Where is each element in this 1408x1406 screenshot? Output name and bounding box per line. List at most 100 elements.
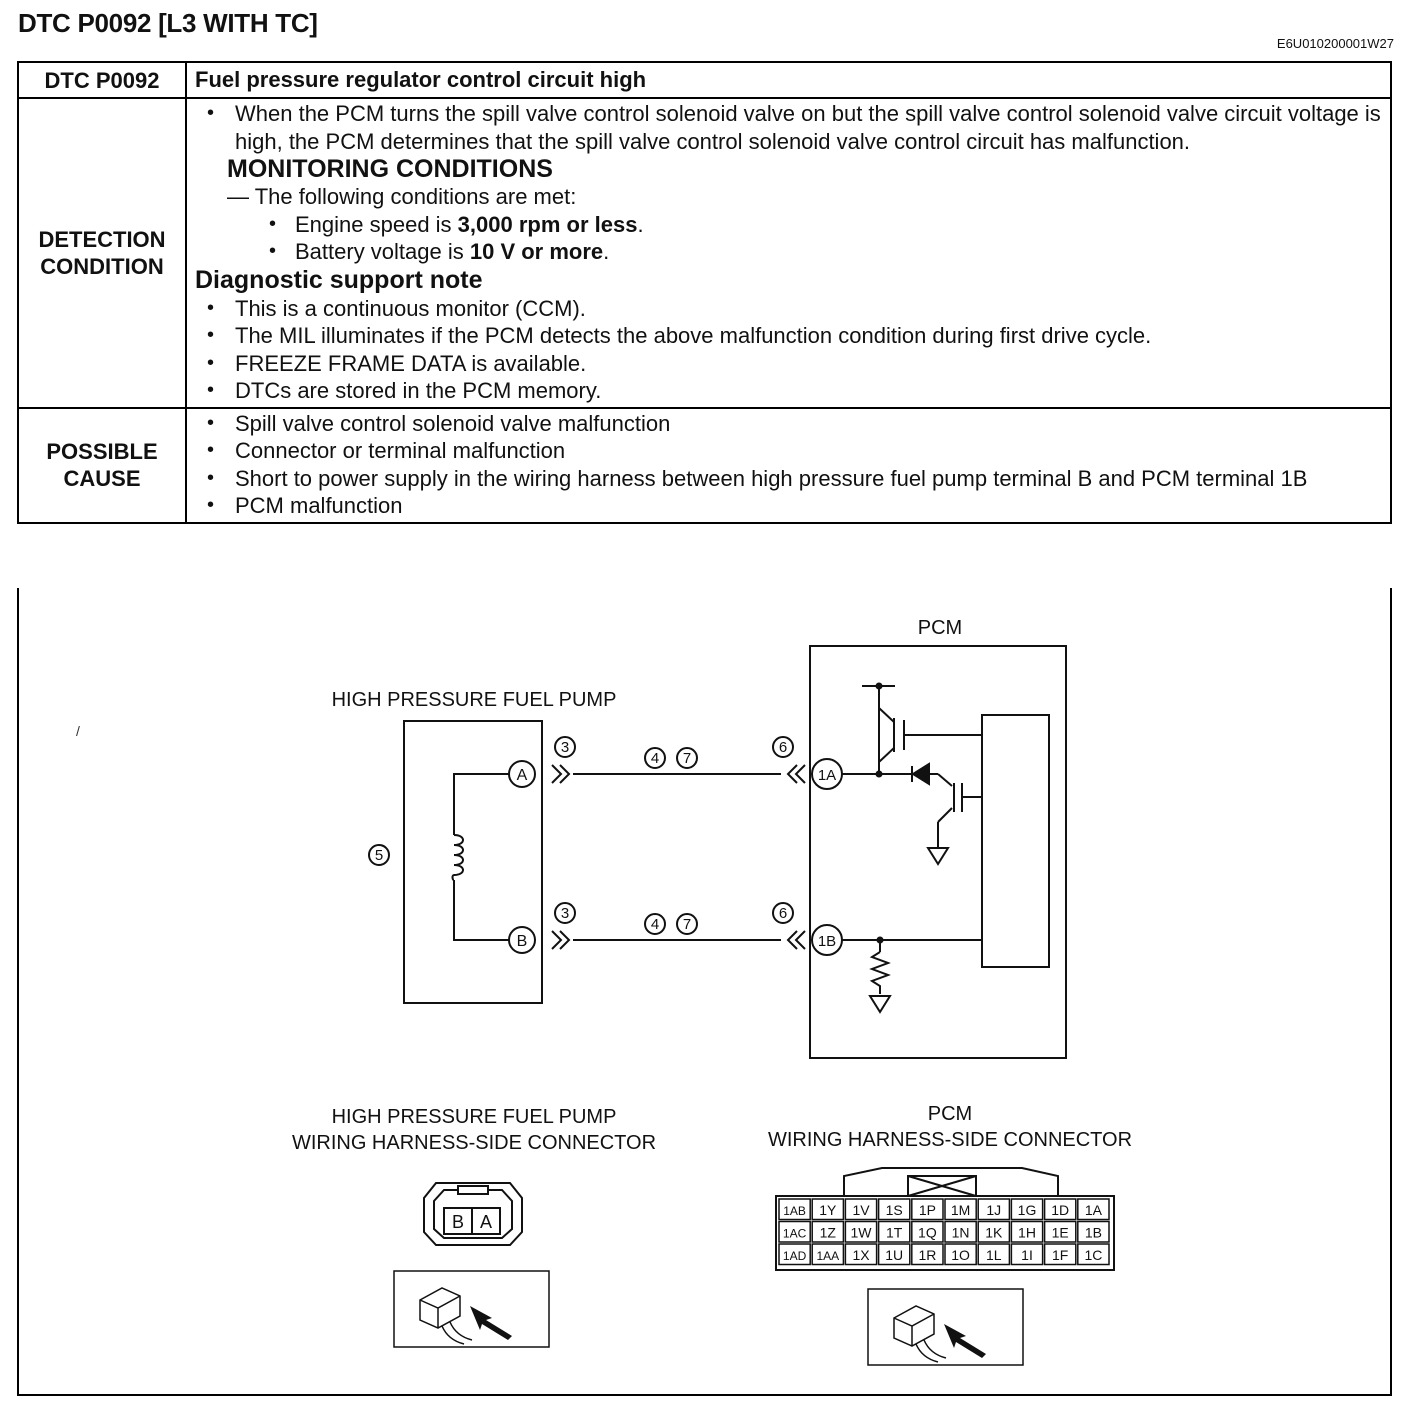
- connector-chevron-icon: [551, 764, 571, 784]
- pcm-terminal-label: 1X: [852, 1247, 870, 1263]
- pcm-terminal-cell: [1010, 1198, 1044, 1221]
- pcm-terminal-label: 1S: [886, 1202, 903, 1218]
- dtc-description: Fuel pressure regulator control circuit …: [185, 61, 1392, 99]
- pcm-terminal-cell: [1043, 1220, 1077, 1243]
- note-item: This is a continuous monitor (CCM).: [207, 295, 1384, 323]
- pcm-terminal-label: 1B: [1085, 1225, 1102, 1241]
- note-item: The MIL illuminates if the PCM detects t…: [207, 322, 1384, 350]
- pcm-view-box: [867, 1288, 1024, 1366]
- pcm-terminal-cell: [778, 1198, 811, 1221]
- pcm-terminal-cell: [877, 1220, 911, 1243]
- dtc-table: DTC P0092 Fuel pressure regulator contro…: [17, 61, 1392, 524]
- note-item: FREEZE FRAME DATA is available.: [207, 350, 1384, 378]
- pcm-terminal-cell: [944, 1243, 977, 1266]
- insertion-arrow-icon: [944, 1324, 986, 1358]
- pcm-terminal-label: 1E: [1052, 1225, 1069, 1241]
- pcm-terminal-label: 1Q: [918, 1225, 937, 1241]
- pump-connector-title-1: HIGH PRESSURE FUEL PUMP: [332, 1106, 617, 1128]
- condition-engine-speed-value: 3,000 rpm or less: [457, 211, 638, 237]
- callout-7: 7: [683, 750, 691, 767]
- pin-1a-label: 1A: [818, 767, 836, 784]
- diagnostic-note-heading: Diagnostic support note: [195, 265, 483, 294]
- pcm-terminal-label: 1Z: [820, 1225, 837, 1241]
- pcm-terminal-cell: [1077, 1243, 1110, 1266]
- pcm-terminal-cell: [778, 1243, 811, 1266]
- pcm-terminal-cell: [944, 1198, 977, 1221]
- wiring-diagram-panel: PCM HIGH PRESSURE FUEL PUMP A B 1A 1B 3 …: [17, 588, 1392, 1396]
- pcm-terminal-label: 1C: [1084, 1247, 1102, 1263]
- pump-view-box: [393, 1270, 550, 1348]
- callout-6: 6: [779, 905, 787, 922]
- connector-chevron-icon: [551, 930, 571, 950]
- pin-b-label: B: [517, 933, 528, 950]
- pcm-connector-icon: [775, 1167, 1115, 1271]
- pump-connector-title-2: WIRING HARNESS-SIDE CONNECTOR: [292, 1132, 656, 1154]
- condition-battery-voltage-value: 10 V or more: [469, 239, 604, 264]
- pin-b-circle: [508, 926, 536, 954]
- pcm-terminal-label: 1V: [852, 1202, 870, 1218]
- stray-mark: /: [76, 723, 80, 739]
- pcm-terminal-cell: [1010, 1243, 1044, 1266]
- pcm-terminal-cell: [844, 1220, 878, 1243]
- pcm-terminal-cell: [944, 1220, 977, 1243]
- callout-6: 6: [779, 739, 787, 756]
- pcm-terminal-label: 1L: [986, 1247, 1002, 1263]
- pcm-terminal-cell: [877, 1243, 911, 1266]
- wiring-diagram: PCM HIGH PRESSURE FUEL PUMP A B 1A 1B 3 …: [76, 617, 1132, 1366]
- pcm-terminal-cell: [977, 1243, 1011, 1266]
- plug-icon: [419, 1287, 461, 1329]
- pcm-terminal-cell: [844, 1198, 878, 1221]
- pin-a-circle: [508, 760, 536, 788]
- pcm-terminal-label: 1AC: [783, 1227, 807, 1241]
- pcm-terminal-cell: [977, 1198, 1011, 1221]
- pcm-terminal-label: 1A: [1085, 1202, 1103, 1218]
- monitoring-conditions-heading: MONITORING CONDITIONS: [227, 155, 553, 183]
- pcm-terminal-cell: [1010, 1220, 1044, 1243]
- pin-a-label: A: [517, 767, 528, 784]
- possible-cause-label: POSSIBLE CAUSE: [17, 406, 187, 524]
- pcm-terminal-label: 1AD: [783, 1249, 807, 1263]
- detection-condition-cell: When the PCM turns the spill valve contr…: [185, 97, 1392, 409]
- pcm-terminal-cell: [1077, 1220, 1110, 1243]
- pcm-terminal-cell: [911, 1198, 944, 1221]
- pcm-terminal-cell: [977, 1220, 1011, 1243]
- pcm-terminal-label: 1J: [986, 1202, 1001, 1218]
- pcm-ic-block: [981, 714, 1050, 968]
- pcm-terminal-label: 1O: [951, 1247, 970, 1263]
- monitoring-intro: — The following conditions are met:: [227, 184, 577, 209]
- callout-4: 4: [651, 916, 659, 933]
- insertion-arrow-icon: [470, 1306, 512, 1340]
- pcm-terminal-label: 1Y: [819, 1202, 837, 1218]
- pcm-terminal-cell: [844, 1243, 878, 1266]
- cause-item: PCM malfunction: [207, 492, 1384, 520]
- note-item: DTCs are stored in the PCM memory.: [207, 377, 1384, 405]
- pcm-terminal-cell: [877, 1198, 911, 1221]
- pump-terminal-a: A: [480, 1212, 492, 1232]
- detection-intro: When the PCM turns the spill valve contr…: [207, 100, 1384, 155]
- cause-item: Short to power supply in the wiring harn…: [207, 465, 1384, 493]
- pcm-terminal-cell: [1043, 1243, 1077, 1266]
- condition-engine-speed: Engine speed is 3,000 rpm or less.: [269, 211, 1384, 239]
- detection-label-line-1: DETECTION: [38, 226, 166, 252]
- pcm-terminal-label: 1W: [851, 1225, 873, 1241]
- dtc-code-label: DTC P0092: [17, 61, 187, 99]
- pcm-terminal-label: 1G: [1018, 1202, 1037, 1218]
- pcm-terminal-cell: [1077, 1198, 1110, 1221]
- pcm-terminal-label: 1AA: [816, 1249, 839, 1263]
- ground-symbol-icon: [926, 847, 950, 866]
- condition-battery-voltage-text: Battery voltage is: [295, 239, 470, 264]
- pcm-connector-title-2: WIRING HARNESS-SIDE CONNECTOR: [768, 1129, 1132, 1151]
- pump-box: [403, 720, 543, 1004]
- diode-icon: [911, 762, 930, 786]
- pcm-terminal-cell: [778, 1220, 811, 1243]
- callout-3: 3: [561, 905, 569, 922]
- detection-condition-label: DETECTION CONDITION: [17, 97, 187, 409]
- pcm-terminal-cell: [811, 1243, 845, 1266]
- cause-item: Spill valve control solenoid valve malfu…: [207, 410, 1384, 438]
- pcm-terminal-cell: [811, 1198, 845, 1221]
- detection-label-line-2: CONDITION: [40, 253, 164, 279]
- cause-label-line-2: CAUSE: [63, 466, 141, 491]
- cause-item: Connector or terminal malfunction: [207, 437, 1384, 465]
- pump-label: HIGH PRESSURE FUEL PUMP: [332, 689, 617, 711]
